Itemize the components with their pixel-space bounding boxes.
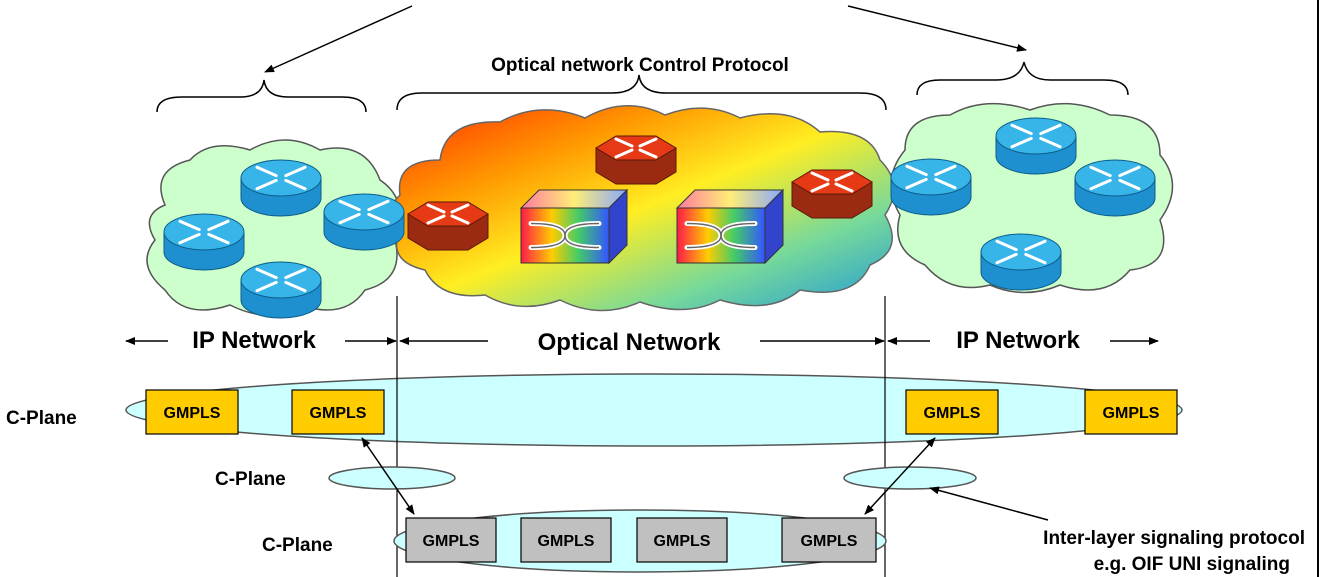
- optical-router-icon[interactable]: [791, 169, 873, 219]
- optical-protocol-label: Optical network Control Protocol: [491, 55, 789, 76]
- ip-network-right-label: IP Network: [956, 327, 1080, 354]
- lower-gmpls-label: GMPLS: [538, 533, 595, 550]
- middle-cplane-ellipse-right: [843, 466, 977, 490]
- lower-gmpls-box-3[interactable]: GMPLS: [636, 517, 728, 563]
- ip-router-icon[interactable]: [240, 261, 322, 319]
- upper-gmpls-label: GMPLS: [1103, 405, 1160, 422]
- cplane-upper-label: C-Plane: [6, 408, 77, 429]
- cplane-middle-label: C-Plane: [215, 469, 286, 490]
- upper-gmpls-box-2[interactable]: GMPLS: [291, 389, 385, 435]
- interlayer-label-line1: Inter-layer signaling protocol: [1043, 528, 1305, 549]
- top-arrow-left: [264, 5, 413, 73]
- upper-gmpls-label: GMPLS: [164, 405, 221, 422]
- interlayer-arrow-right: [864, 437, 936, 515]
- ip-router-icon[interactable]: [1074, 159, 1156, 217]
- optical-router-icon[interactable]: [407, 201, 489, 251]
- top-arrow-right: [847, 5, 1027, 52]
- upper-gmpls-box-3[interactable]: GMPLS: [905, 389, 999, 435]
- ip-router-icon[interactable]: [980, 233, 1062, 291]
- ip-cloud-right: [890, 102, 1174, 294]
- ip-cloud-left: [146, 139, 401, 316]
- optical-network-label: Optical Network: [538, 329, 721, 356]
- lower-gmpls-label: GMPLS: [801, 533, 858, 550]
- ip-router-icon[interactable]: [890, 158, 972, 216]
- upper-gmpls-label: GMPLS: [924, 405, 981, 422]
- lower-gmpls-box-4[interactable]: GMPLS: [781, 517, 877, 563]
- ip-network-left-label: IP Network: [192, 327, 316, 354]
- lower-gmpls-box-1[interactable]: GMPLS: [405, 517, 497, 563]
- ip-router-icon[interactable]: [323, 193, 405, 251]
- upper-cplane-ellipse: [125, 373, 1183, 447]
- optical-crossconnect-icon[interactable]: [519, 188, 629, 265]
- lower-gmpls-label: GMPLS: [654, 533, 711, 550]
- lower-gmpls-box-2[interactable]: GMPLS: [520, 517, 612, 563]
- optical-crossconnect-icon[interactable]: [675, 188, 785, 265]
- interlayer-arrow-left: [361, 437, 415, 515]
- brace-right-ip: [916, 61, 1129, 96]
- cplane-lower-label: C-Plane: [262, 535, 333, 556]
- lower-gmpls-label: GMPLS: [423, 533, 480, 550]
- upper-gmpls-box-4[interactable]: GMPLS: [1084, 389, 1178, 435]
- optical-router-icon[interactable]: [595, 135, 677, 185]
- ip-router-icon[interactable]: [995, 117, 1077, 175]
- upper-gmpls-label: GMPLS: [310, 405, 367, 422]
- middle-cplane-ellipse-left: [328, 466, 456, 490]
- ip-router-icon[interactable]: [240, 159, 322, 217]
- interlayer-label-line2: e.g. OIF UNI signaling: [1094, 554, 1290, 575]
- brace-optical: [396, 74, 887, 111]
- ip-router-icon[interactable]: [163, 213, 245, 271]
- brace-left-ip: [156, 79, 367, 113]
- interlayer-pointer-arrow: [929, 486, 1049, 521]
- upper-gmpls-box-1[interactable]: GMPLS: [145, 389, 239, 435]
